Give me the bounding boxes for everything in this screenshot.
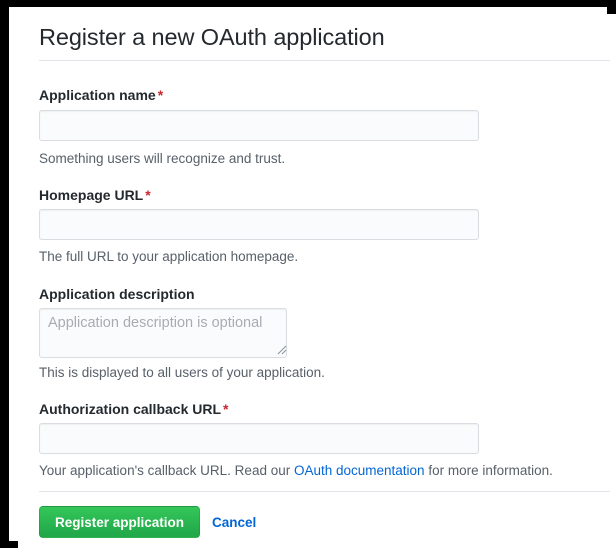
page-title: Register a new OAuth application <box>39 24 385 50</box>
required-asterisk-icon: * <box>157 87 164 103</box>
authorization-callback-url-label-text: Authorization callback URL <box>39 401 222 417</box>
oauth-documentation-link[interactable]: OAuth documentation <box>293 463 425 478</box>
homepage-url-help: The full URL to your application homepag… <box>39 249 299 264</box>
authorization-callback-url-input[interactable] <box>39 423 479 454</box>
homepage-url-label-text: Homepage URL <box>39 187 144 203</box>
application-name-input[interactable] <box>39 110 479 141</box>
callback-help-text-before: Your application's callback URL. Read ou… <box>39 463 294 478</box>
application-name-label: Application name* <box>39 86 163 104</box>
oauth-application-registration-page: Register a new OAuth application Applica… <box>18 14 616 548</box>
callback-help-text-after: for more information. <box>424 463 553 478</box>
homepage-url-label: Homepage URL* <box>39 186 151 204</box>
required-asterisk-icon: * <box>145 187 151 203</box>
header-divider <box>39 60 610 61</box>
authorization-callback-url-help: Your application's callback URL. Read ou… <box>39 462 553 480</box>
application-description-help: This is displayed to all users of your a… <box>39 365 325 380</box>
required-asterisk-icon: * <box>223 401 229 417</box>
application-description-label-text: Application description <box>39 286 195 302</box>
application-description-label: Application description <box>39 285 195 303</box>
application-name-help: Something users will recognize and trust… <box>39 151 286 166</box>
cancel-link[interactable]: Cancel <box>212 514 257 530</box>
homepage-url-input[interactable] <box>39 209 479 240</box>
application-name-label-text: Application name <box>39 87 156 103</box>
application-description-textarea[interactable] <box>39 308 287 358</box>
authorization-callback-url-label: Authorization callback URL* <box>39 400 228 418</box>
footer-divider <box>39 491 610 492</box>
register-application-button[interactable]: Register application <box>39 506 201 538</box>
